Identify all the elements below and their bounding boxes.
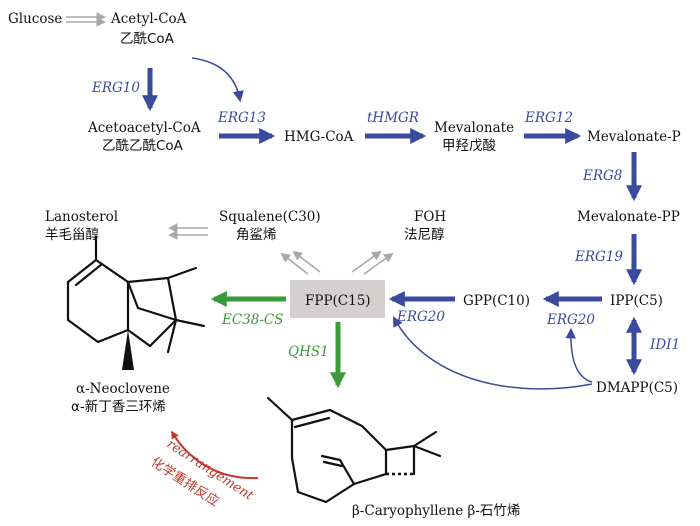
enzyme-idi1: IDI1 (649, 337, 680, 353)
fpp-box (290, 280, 385, 318)
arrow-squalene-to-lanosterol (168, 223, 208, 240)
node-glucose: Glucose (8, 11, 62, 27)
enzyme-erg8: ERG8 (582, 168, 623, 184)
enzyme-erg20-a: ERG20 (396, 309, 445, 325)
enzyme-erg13: ERG13 (217, 110, 266, 126)
enzyme-erg12: ERG12 (524, 110, 573, 126)
node-foh-cn: 法尼醇 (404, 226, 445, 243)
enzyme-thmgr: tHMGR (367, 110, 419, 126)
neoclovene-structure (66, 235, 206, 354)
node-dmapp: DMAPP(C5) (596, 380, 678, 396)
node-mevalonate-pp: Mevalonate-PP (577, 209, 680, 225)
node-neoclovene: α-Neoclovene (76, 381, 170, 397)
node-mevalonate: Mevalonate (434, 120, 514, 136)
node-neoclovene-cn: α-新丁香三环烯 (71, 399, 166, 415)
caryophyllene-structure (266, 396, 442, 504)
node-acetyl-coa: Acetyl-CoA (110, 11, 187, 27)
arrow-glucose-to-acetyl-coa (66, 12, 106, 27)
enzyme-ec38-cs: EC38-CS (221, 312, 284, 328)
node-caryophyllene: β-Caryophyllene β-石竹烯 (352, 503, 520, 519)
enzyme-erg10: ERG10 (91, 80, 140, 96)
node-lanosterol: Lanosterol (45, 209, 118, 225)
arrow-dmapp-to-erg20-a (392, 316, 593, 390)
node-squalene-cn: 角鲨烯 (236, 227, 277, 243)
node-lanosterol-cn: 羊毛甾醇 (45, 226, 99, 243)
arrows-fpp-side-products (280, 250, 394, 275)
node-hmg-coa: HMG-CoA (284, 129, 354, 145)
node-mevalonate-p: Mevalonate-P (587, 129, 681, 145)
arrow-rearrangement (171, 430, 259, 480)
arrow-acetyl-coa-to-erg13 (191, 57, 244, 103)
node-acetoacetyl-coa: Acetoacetyl-CoA (87, 120, 201, 136)
neoclovene-wedge (122, 330, 134, 370)
node-fpp: FPP(C15) (305, 293, 371, 309)
enzyme-erg19: ERG19 (574, 249, 623, 265)
node-ipp: IPP(C5) (610, 293, 663, 309)
enzyme-qhs1: QHS1 (288, 344, 329, 360)
node-gpp: GPP(C10) (463, 293, 530, 309)
node-mevalonate-cn: 甲羟戊酸 (442, 138, 496, 154)
enzyme-erg20-b: ERG20 (546, 312, 595, 328)
node-acetyl-coa-cn: 乙酰CoA (120, 31, 175, 47)
node-squalene: Squalene(C30) (219, 209, 321, 225)
node-foh: FOH (414, 209, 446, 225)
node-acetoacetyl-coa-cn: 乙酰乙酰CoA (102, 138, 184, 154)
arrow-dmapp-to-erg20-b (565, 327, 593, 383)
